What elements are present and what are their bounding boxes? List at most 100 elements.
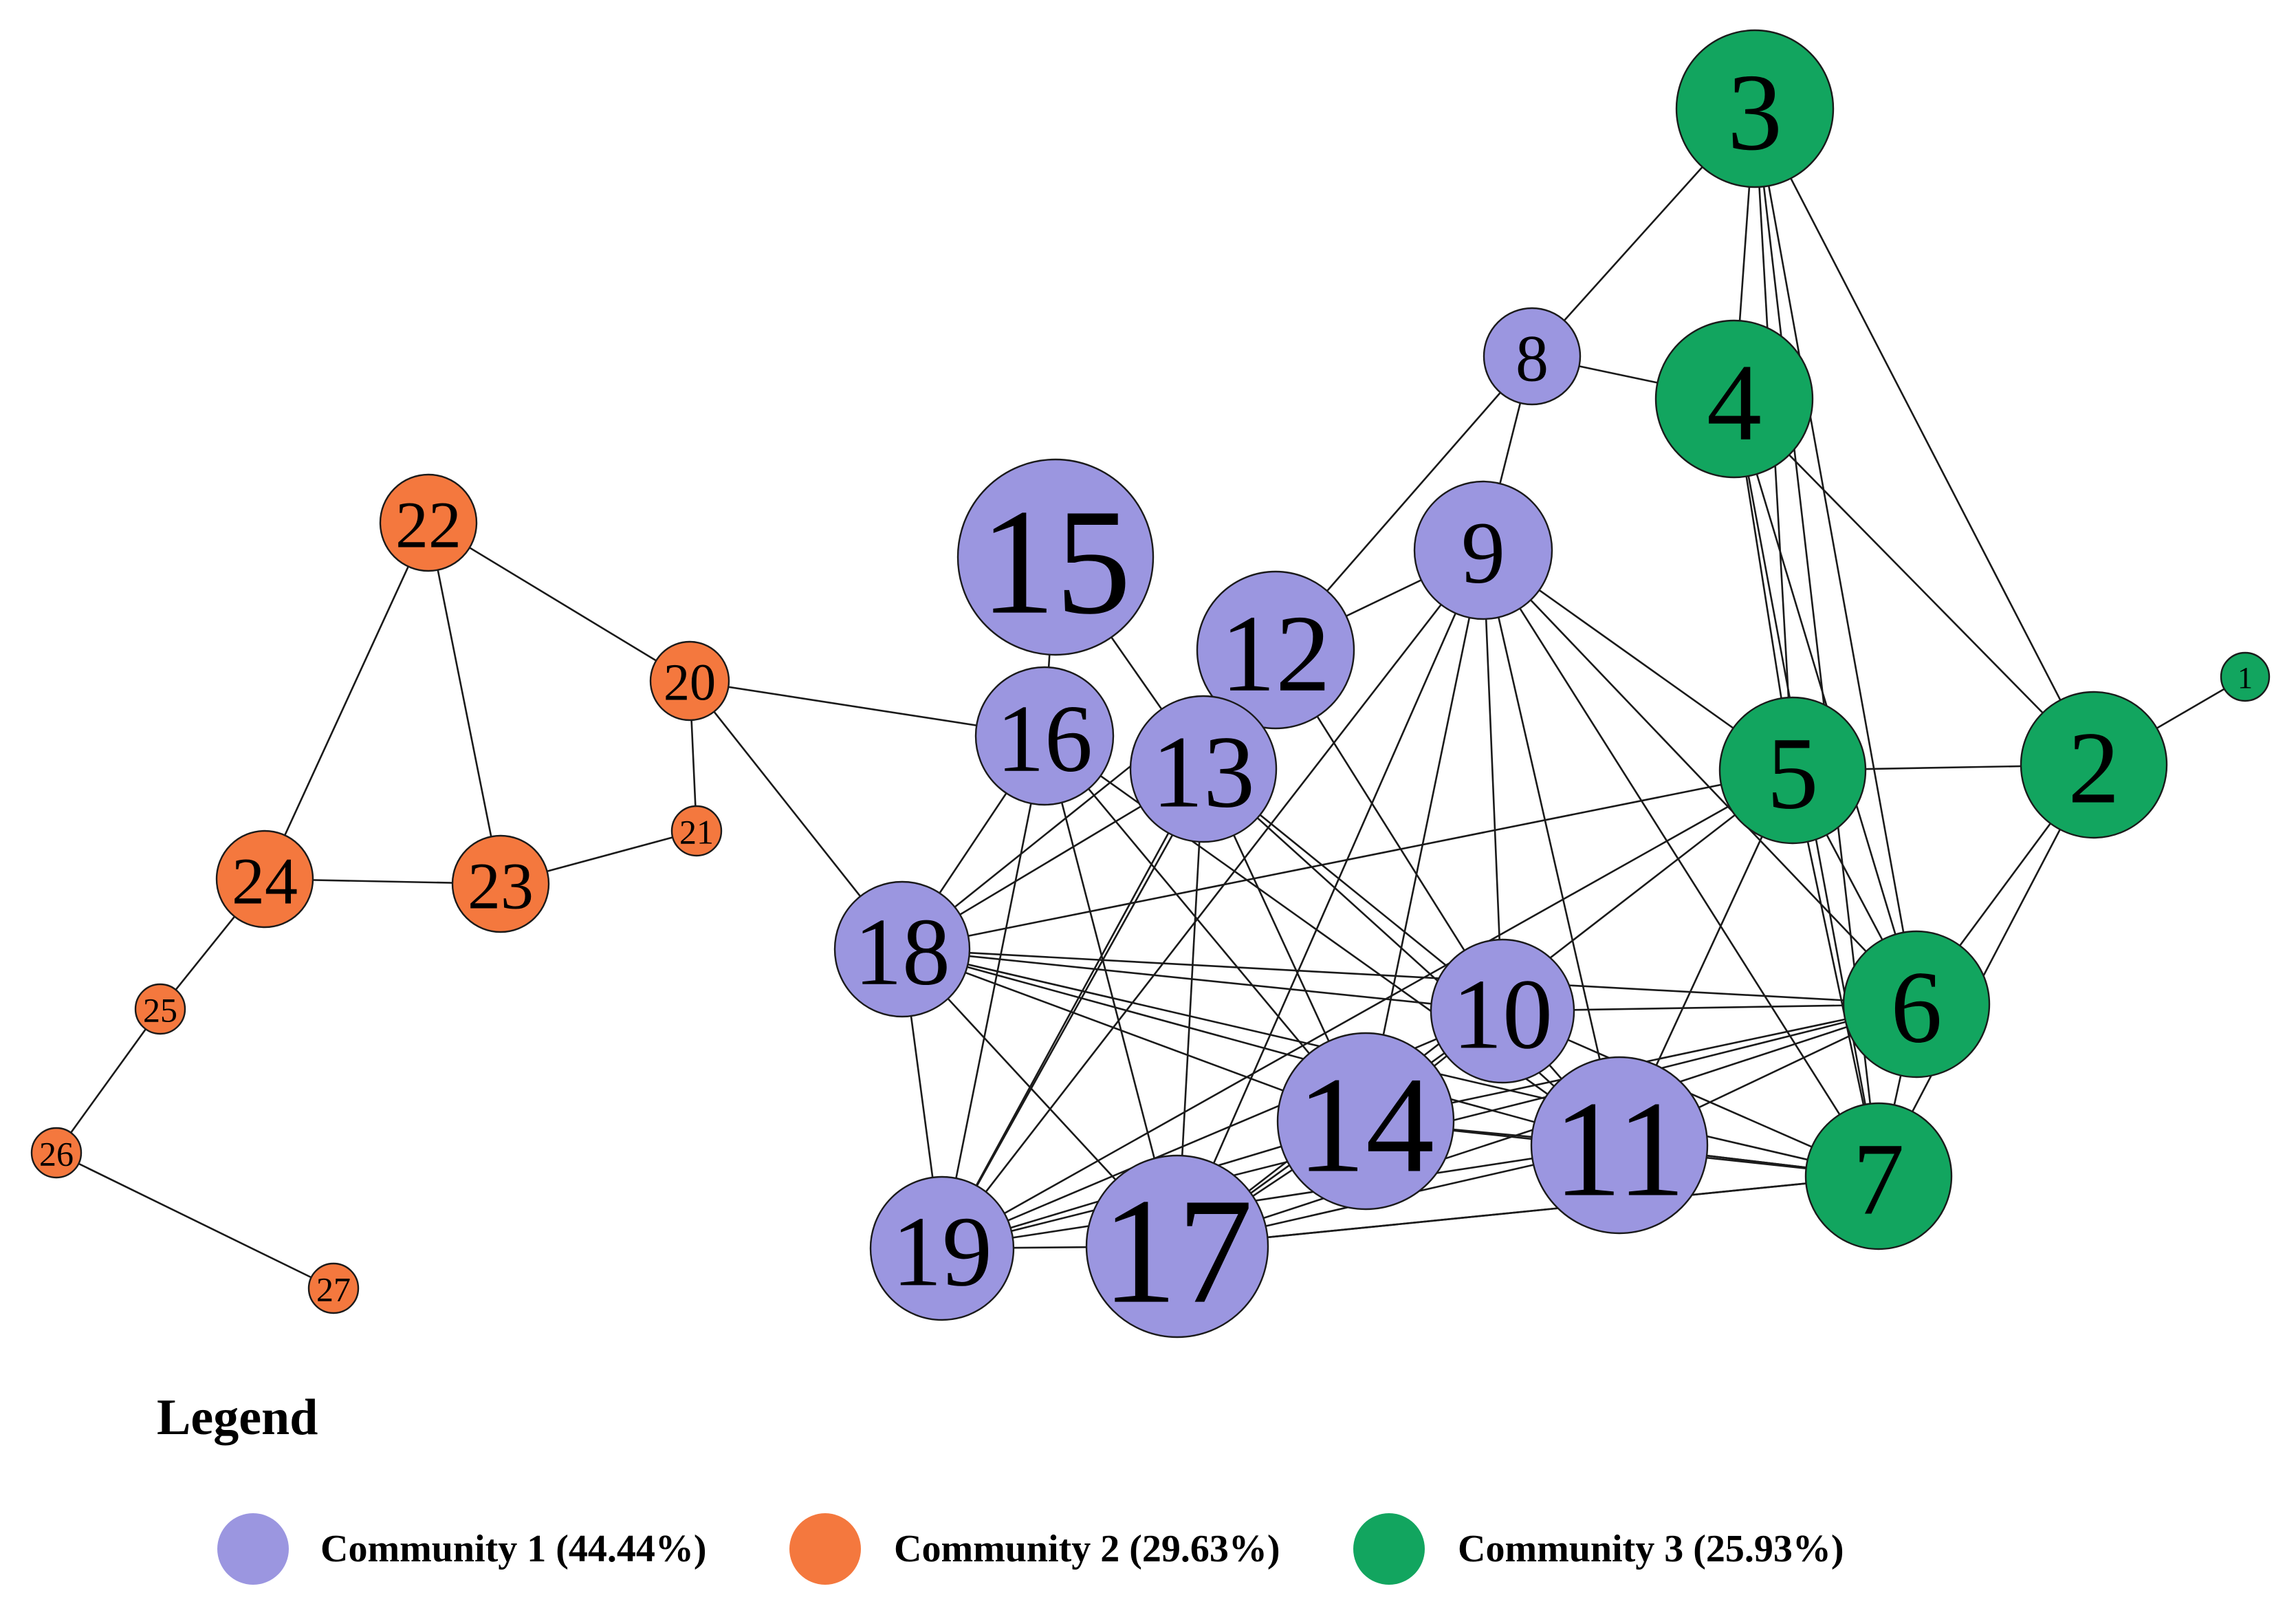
edge-9-14 bbox=[1364, 550, 1485, 1122]
legend-item-community-1: Community 1 (44.44%) bbox=[217, 1513, 707, 1585]
node-25-label: 25 bbox=[143, 991, 177, 1030]
node-7: 7 bbox=[1804, 1102, 1953, 1250]
node-18-label: 18 bbox=[854, 899, 950, 1006]
node-24-label: 24 bbox=[232, 844, 298, 918]
edge-16-19 bbox=[941, 735, 1046, 1249]
node-19-label: 19 bbox=[892, 1195, 992, 1307]
node-25-circle bbox=[134, 983, 186, 1035]
node-10-label: 10 bbox=[1452, 958, 1553, 1070]
edge-22-23 bbox=[427, 522, 502, 885]
node-15-circle bbox=[956, 458, 1155, 656]
edge-9-17 bbox=[1176, 550, 1485, 1247]
node-5-label: 5 bbox=[1767, 717, 1819, 831]
edge-9-19 bbox=[941, 550, 1485, 1249]
node-13-circle bbox=[1129, 695, 1278, 843]
node-11-circle bbox=[1530, 1056, 1709, 1235]
legend: Legend Community 1 (44.44%) Community 2 … bbox=[157, 1389, 1844, 1585]
node-23: 23 bbox=[451, 834, 550, 933]
legend-label-community-3: Community 3 (25.93%) bbox=[1458, 1528, 1844, 1570]
node-4-circle bbox=[1654, 319, 1814, 479]
edge-26-27 bbox=[56, 1151, 334, 1290]
node-26-label: 26 bbox=[39, 1135, 74, 1173]
edge-6-18 bbox=[901, 948, 1917, 1006]
edge-7-9 bbox=[1482, 550, 1880, 1177]
edge-2-7 bbox=[1877, 764, 2095, 1177]
node-8-circle bbox=[1483, 307, 1582, 406]
node-10: 10 bbox=[1430, 938, 1575, 1084]
node-12-circle bbox=[1196, 570, 1355, 730]
node-9: 9 bbox=[1413, 480, 1553, 620]
node-17: 17 bbox=[1085, 1154, 1269, 1338]
node-14: 14 bbox=[1276, 1032, 1455, 1211]
node-9-label: 9 bbox=[1461, 504, 1505, 602]
node-22: 22 bbox=[379, 473, 478, 572]
node-20-label: 20 bbox=[664, 653, 716, 711]
edge-layer bbox=[55, 108, 2246, 1290]
node-15-label: 15 bbox=[980, 478, 1131, 646]
node-15: 15 bbox=[956, 458, 1155, 656]
node-6-circle bbox=[1842, 930, 1991, 1079]
legend-swatch-community-2 bbox=[789, 1513, 861, 1585]
node-16-circle bbox=[974, 666, 1115, 806]
node-20-circle bbox=[649, 640, 730, 722]
edge-13-11 bbox=[1203, 768, 1620, 1146]
node-2-circle bbox=[2020, 691, 2168, 839]
node-16: 16 bbox=[974, 666, 1115, 806]
node-19-circle bbox=[869, 1175, 1015, 1321]
node-14-circle bbox=[1276, 1032, 1455, 1211]
node-18-circle bbox=[833, 880, 971, 1018]
node-6: 6 bbox=[1842, 930, 1991, 1079]
node-13-label: 13 bbox=[1152, 715, 1255, 830]
node-5: 5 bbox=[1718, 696, 1867, 845]
edge-3-6 bbox=[1753, 108, 1918, 1005]
node-22-label: 22 bbox=[395, 488, 461, 561]
node-27-circle bbox=[307, 1262, 360, 1314]
legend-label-community-2: Community 2 (29.63%) bbox=[894, 1528, 1280, 1570]
node-10-circle bbox=[1430, 938, 1575, 1084]
edge-22-24 bbox=[263, 522, 430, 880]
node-2: 2 bbox=[2020, 691, 2168, 839]
node-7-circle bbox=[1804, 1102, 1953, 1250]
node-layer: 1234567891011121314151617181920212223242… bbox=[30, 29, 2271, 1338]
node-16-label: 16 bbox=[996, 686, 1093, 792]
legend-swatch-community-3 bbox=[1353, 1513, 1425, 1585]
node-20: 20 bbox=[649, 640, 730, 722]
edge-4-6 bbox=[1733, 398, 1918, 1005]
node-3: 3 bbox=[1675, 29, 1835, 188]
node-27: 27 bbox=[307, 1262, 360, 1314]
node-24: 24 bbox=[215, 830, 314, 929]
node-6-label: 6 bbox=[1891, 951, 1943, 1065]
node-23-circle bbox=[451, 834, 550, 933]
node-11: 11 bbox=[1530, 1056, 1709, 1235]
node-4-label: 4 bbox=[1707, 341, 1762, 464]
edge-2-3 bbox=[1753, 108, 2095, 766]
node-23-label: 23 bbox=[468, 849, 534, 922]
node-17-circle bbox=[1085, 1154, 1269, 1338]
node-12-label: 12 bbox=[1221, 592, 1331, 715]
node-5-circle bbox=[1718, 696, 1867, 845]
node-17-label: 17 bbox=[1102, 1167, 1253, 1335]
node-21-label: 21 bbox=[679, 813, 714, 852]
node-12: 12 bbox=[1196, 570, 1355, 730]
edge-25-26 bbox=[55, 1008, 162, 1153]
node-11-label: 11 bbox=[1553, 1074, 1686, 1226]
node-3-label: 3 bbox=[1727, 51, 1782, 173]
node-22-circle bbox=[379, 473, 478, 572]
node-18: 18 bbox=[833, 880, 971, 1018]
node-4: 4 bbox=[1654, 319, 1814, 479]
legend-title: Legend bbox=[157, 1389, 318, 1446]
node-8-label: 8 bbox=[1516, 321, 1549, 395]
legend-item-community-3: Community 3 (25.93%) bbox=[1353, 1513, 1844, 1585]
edge-13-19 bbox=[941, 768, 1205, 1249]
node-21-circle bbox=[670, 805, 723, 857]
node-26: 26 bbox=[30, 1127, 83, 1179]
edge-19-11 bbox=[941, 1144, 1620, 1250]
node-19: 19 bbox=[869, 1175, 1015, 1321]
node-14-label: 14 bbox=[1297, 1050, 1434, 1202]
edge-20-22 bbox=[428, 521, 690, 682]
node-25: 25 bbox=[134, 983, 186, 1035]
legend-swatch-community-1 bbox=[217, 1513, 289, 1585]
edge-9-10 bbox=[1482, 550, 1504, 1012]
edge-18-11 bbox=[901, 948, 1620, 1147]
